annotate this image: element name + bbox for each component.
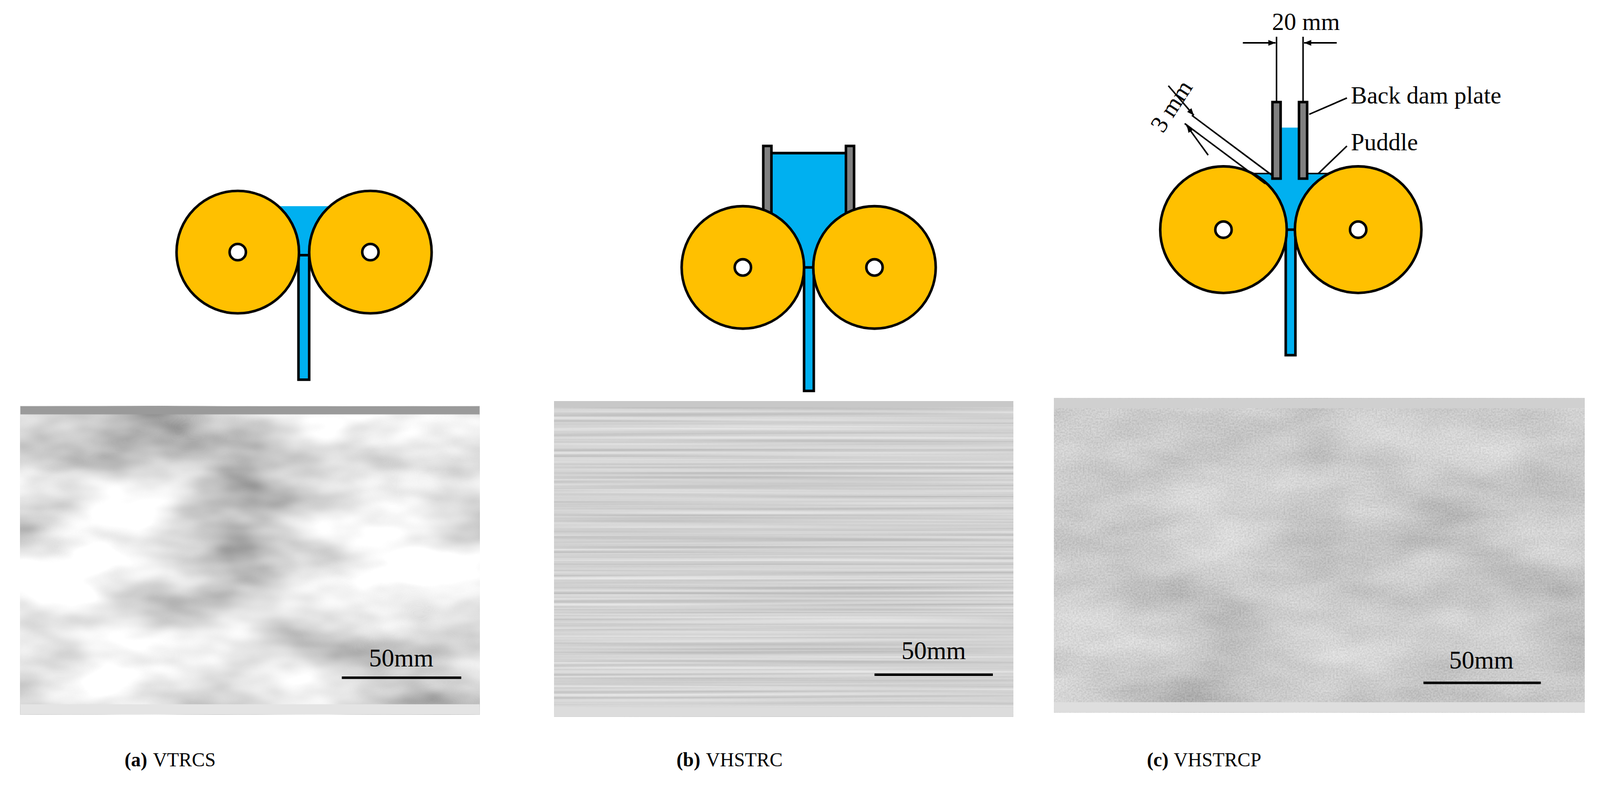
dimension-lines	[1168, 36, 1348, 184]
scale-label: 50mm	[901, 637, 967, 665]
caption-letter: (b)	[676, 749, 701, 772]
strip-photo-b	[554, 401, 1014, 717]
part-label: Puddle	[1350, 129, 1419, 157]
caption-letter: (c)	[1146, 749, 1169, 772]
scale-label: 50mm	[1449, 646, 1514, 675]
strip-photo-c	[1053, 397, 1585, 713]
caption-text: VHSTRCP	[1173, 749, 1262, 772]
dimension-label: 20 mm	[1272, 8, 1340, 36]
caster-a	[176, 190, 432, 380]
caster-b	[681, 146, 936, 392]
scale-label: 50mm	[368, 644, 434, 673]
part-label: Back dam plate	[1350, 82, 1502, 110]
caption-letter: (a)	[124, 749, 148, 772]
caption-text: VHSTRC	[705, 749, 783, 772]
caster-c	[1160, 101, 1422, 356]
strip-photo-a	[20, 406, 480, 715]
caption-text: VTRCS	[152, 749, 216, 772]
